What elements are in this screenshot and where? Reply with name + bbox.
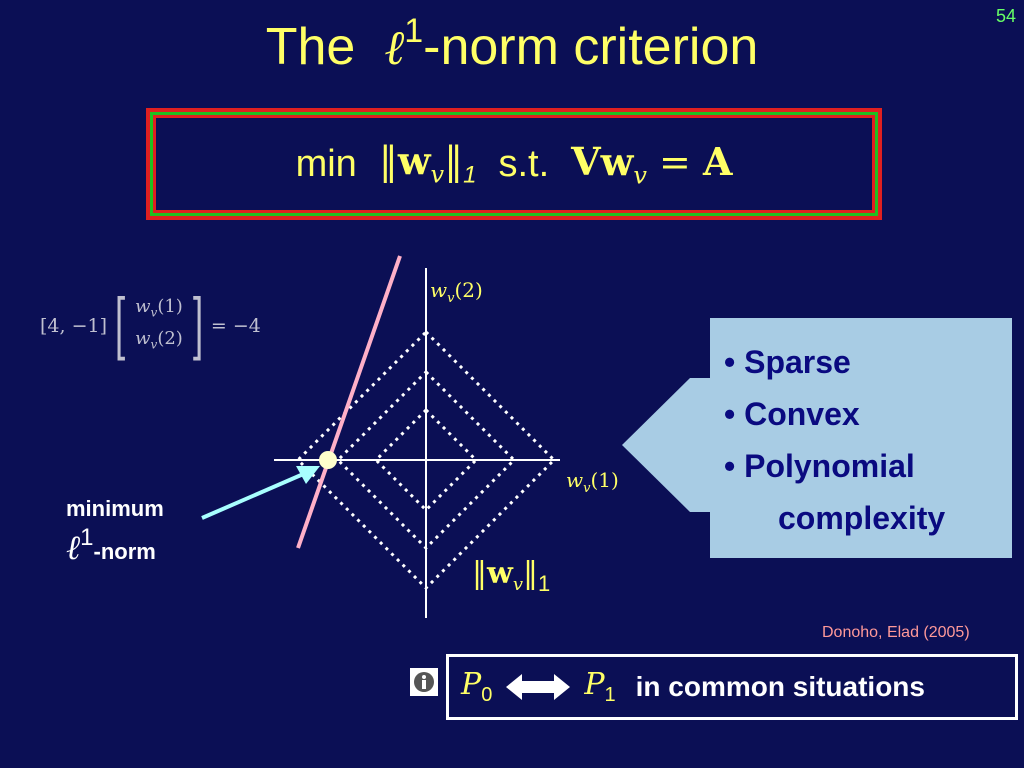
formula-norm-sub: 1 — [463, 161, 477, 189]
equivalence-box: P0 P1 in common situations — [446, 654, 1018, 720]
p1-symbol: P1 — [584, 667, 616, 706]
formula-w: w — [397, 138, 431, 184]
constraint-line — [296, 255, 402, 549]
p0-symbol: P0 — [461, 667, 493, 706]
equivalence-text: in common situations — [635, 671, 925, 702]
formula-min: min — [295, 142, 357, 185]
page-number: 54 — [995, 6, 1016, 26]
info-icon[interactable] — [410, 668, 438, 696]
formula-V: V — [571, 138, 601, 184]
formula-norm: ‖wv‖1 — [379, 138, 477, 190]
formula-w2: w — [600, 138, 634, 184]
pointer-arrow-icon — [201, 466, 320, 520]
formula-A: A — [702, 138, 733, 184]
title-prefix: The — [265, 18, 356, 76]
formula-w-sub: v — [430, 160, 445, 189]
callout-pointer — [622, 378, 714, 512]
formula-norm-close: ‖ — [444, 139, 464, 184]
double-arrow-icon — [506, 674, 571, 700]
minimum-point — [319, 451, 337, 469]
property-sparse: • Sparse — [724, 344, 851, 380]
l1-norm-label: ℓ1-norm — [66, 524, 156, 568]
constraint-row: [4, −1] — [40, 315, 108, 337]
l1-ball-middle — [335, 369, 517, 551]
title-ell: ℓ — [384, 20, 405, 76]
citation: Donoho, Elad (2005) — [822, 624, 970, 641]
constraint-rhs: = −4 — [210, 315, 261, 337]
property-complexity: complexity — [778, 500, 946, 536]
constraint-vector: wv(1) wv(2) — [135, 294, 183, 357]
formula-constraint: Vwv = A — [571, 139, 732, 190]
title-suffix: -norm criterion — [423, 18, 759, 76]
left-bracket: [ — [114, 284, 128, 368]
minimum-label: minimum — [66, 496, 164, 521]
l1-ball-outer — [295, 329, 557, 591]
y-axis-label: wv(2) — [430, 278, 483, 306]
formula-norm-open: ‖ — [378, 139, 398, 184]
properties-callout: • Sparse • Convex • Polynomial complexit… — [710, 318, 1012, 558]
info-glyph-icon — [414, 672, 434, 692]
x-axis-label: wv(1) — [566, 468, 619, 496]
formula-box: min ‖wv‖1 s.t. Vwv = A — [146, 108, 882, 220]
property-convex: • Convex — [724, 396, 860, 432]
constraint-equation: [4, −1] [ wv(1) wv(2) ] = −4 — [40, 290, 261, 362]
slide-title: The ℓ1-norm criterion — [0, 12, 1024, 77]
l1-ball-plot — [274, 255, 560, 618]
formula-w2-sub: v — [633, 161, 647, 190]
formula-st: s.t. — [498, 142, 550, 185]
formula-equals: = — [659, 139, 691, 184]
vec-top: wv(1) — [135, 296, 183, 320]
right-bracket: ] — [190, 284, 204, 368]
norm-label: ‖wv‖1 — [472, 556, 551, 596]
property-polynomial: • Polynomial — [724, 448, 915, 484]
title-sup: 1 — [404, 12, 424, 50]
vec-bottom: wv(2) — [135, 328, 183, 352]
